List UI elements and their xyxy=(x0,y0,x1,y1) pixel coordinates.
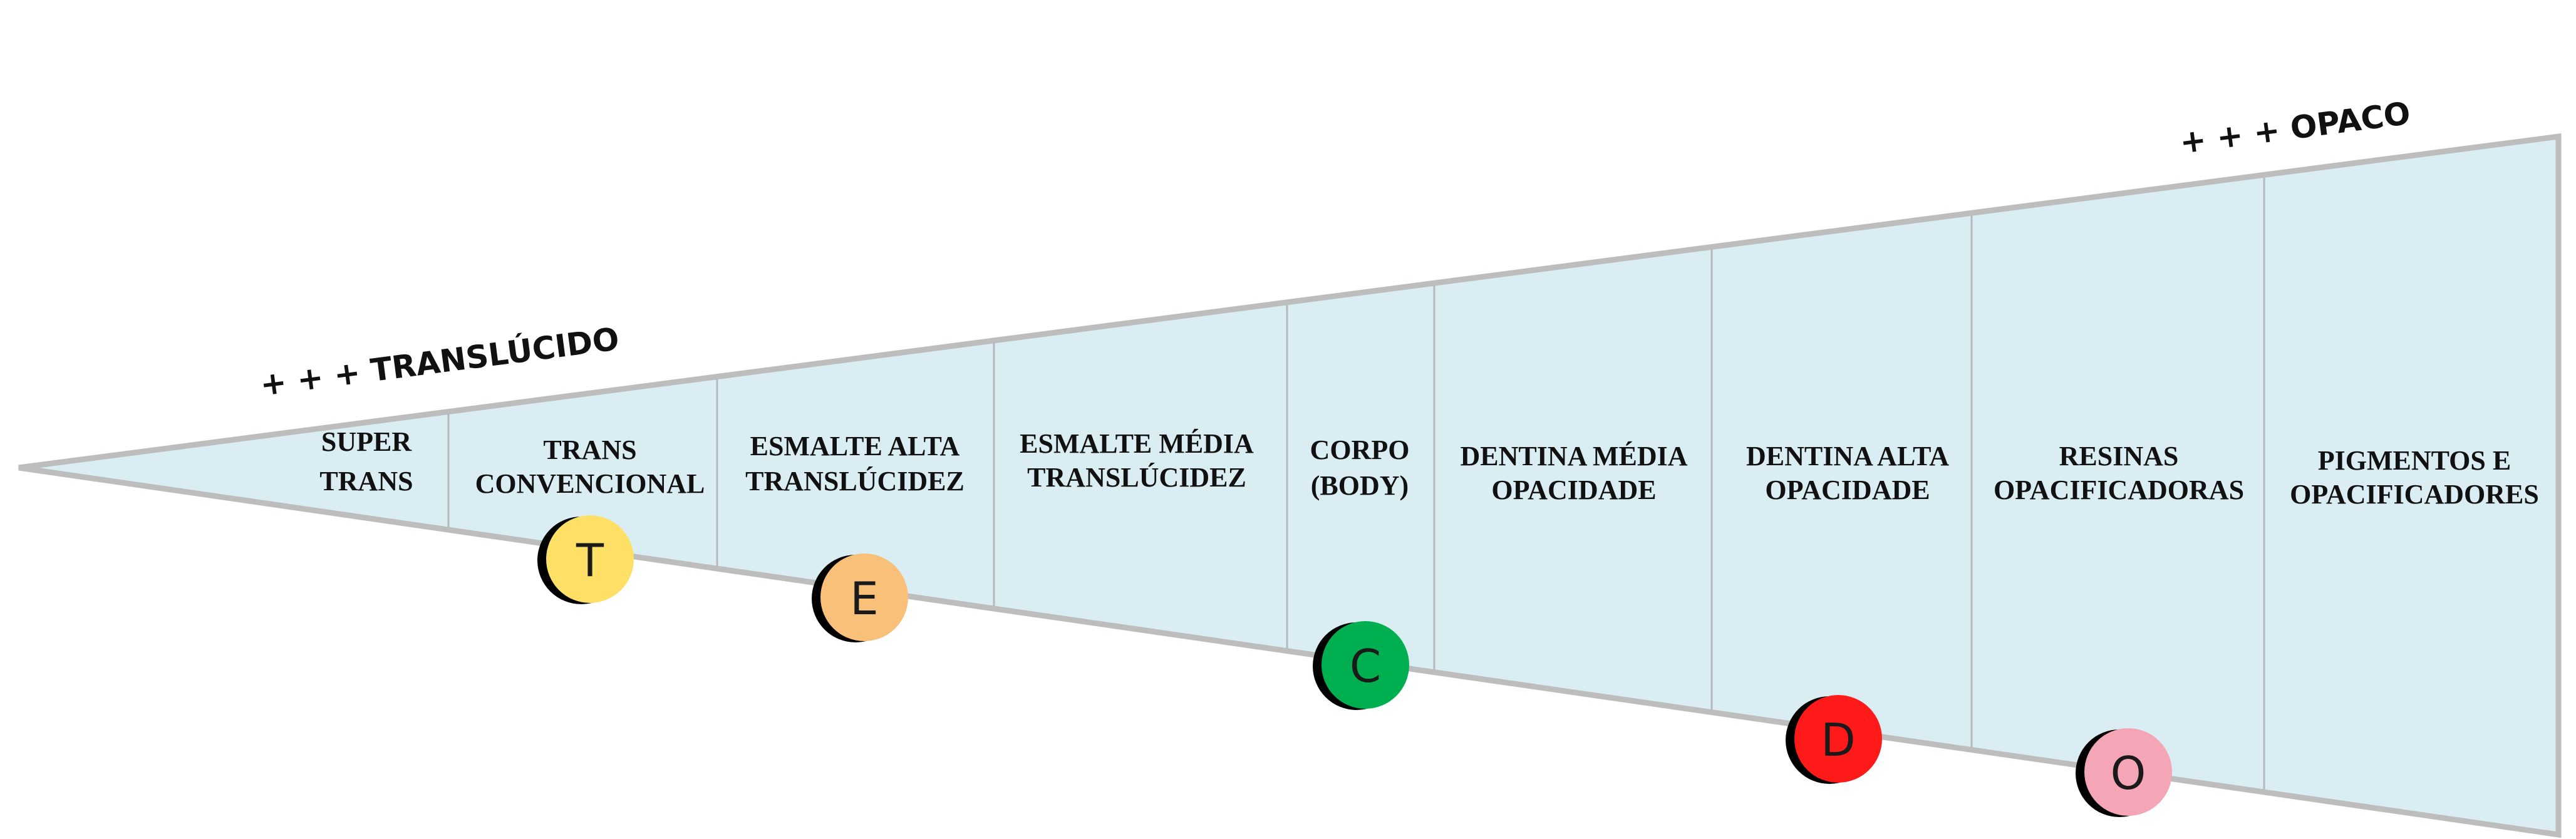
segment-label-line: SUPER xyxy=(321,426,412,457)
opaque-end-label: + + + OPACO xyxy=(2178,95,2413,161)
segment-label-line: RESINAS xyxy=(2059,441,2179,471)
segment-label-line: DENTINA MÉDIA xyxy=(1460,441,1687,471)
badge-letter: O xyxy=(2111,747,2146,800)
badge-d: D xyxy=(1786,695,1882,784)
badge-circle xyxy=(1794,695,1882,783)
segment-label-line: OPACIFICADORAS xyxy=(1994,475,2244,505)
segment-label-line: CORPO xyxy=(1310,435,1410,465)
translucency-to-opacity-wedge xyxy=(18,133,2562,838)
segment-label: DENTINA MÉDIA OPACIDADE xyxy=(1460,441,1687,505)
segment-label-line: OPACIDADE xyxy=(1765,475,1930,505)
segment-label-line: CONVENCIONAL xyxy=(475,468,705,499)
segment-label-line: (BODY) xyxy=(1311,470,1409,501)
segment-label-line: OPACIDADE xyxy=(1491,475,1656,505)
badge-t: T xyxy=(537,515,634,604)
segment-label-line: PIGMENTOS E xyxy=(2318,445,2511,476)
badge-letter: C xyxy=(1350,640,1381,692)
segment-label-line: TRANSLÚCIDEZ xyxy=(745,466,965,497)
segment-label: RESINAS OPACIFICADORAS xyxy=(1994,441,2244,505)
badge-letter: D xyxy=(1821,714,1855,766)
badge-circle xyxy=(820,553,908,641)
segment-dividers xyxy=(447,177,2265,790)
segment-label-line: ESMALTE ALTA xyxy=(750,431,960,461)
badge-e: E xyxy=(812,553,908,642)
segment-label-line: ESMALTE MÉDIA xyxy=(1020,428,1254,459)
badge-circle xyxy=(546,515,634,603)
segment-label-line: TRANS xyxy=(543,435,636,465)
segment-label-line: DENTINA ALTA xyxy=(1746,441,1949,471)
segment-label: SUPER TRANS xyxy=(319,426,413,497)
segment-label-line: TRANS xyxy=(319,466,413,497)
badge-c: C xyxy=(1313,621,1409,710)
translucent-end-label: + + + TRANSLÚCIDO xyxy=(258,320,621,403)
badge-letter: T xyxy=(576,534,604,587)
segment-label: ESMALTE ALTA TRANSLÚCIDEZ xyxy=(745,431,965,497)
segment-label-line: OPACIFICADORES xyxy=(2290,479,2539,510)
segment-label-line: TRANSLÚCIDEZ xyxy=(1027,462,1246,493)
badge-o: O xyxy=(2076,728,2172,817)
segment-label: CORPO (BODY) xyxy=(1310,435,1410,501)
category-badges: T E C D O xyxy=(537,515,2172,817)
badge-circle xyxy=(2084,728,2172,816)
badge-letter: E xyxy=(850,572,879,625)
badge-circle xyxy=(1322,621,1409,709)
segment-label: DENTINA ALTA OPACIDADE xyxy=(1746,441,1949,505)
